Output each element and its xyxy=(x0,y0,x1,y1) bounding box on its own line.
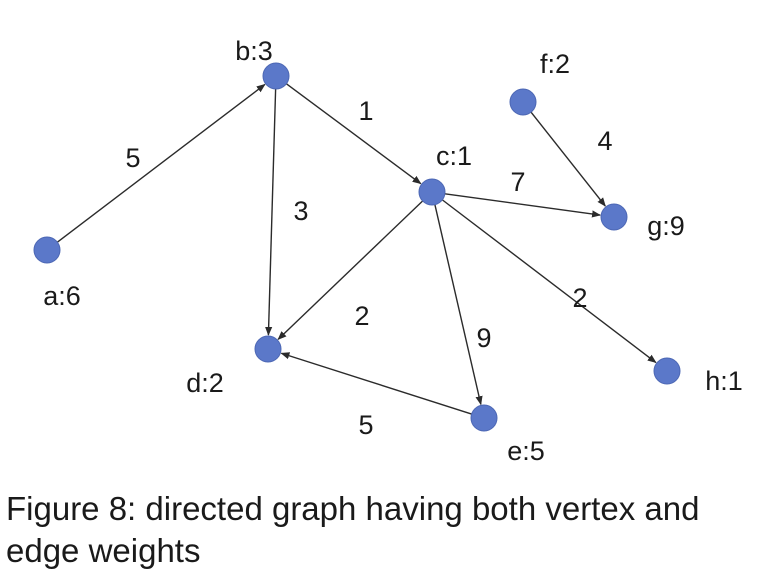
vertex-label-e: e:5 xyxy=(507,436,545,466)
vertex-f xyxy=(509,88,537,116)
vertex-g xyxy=(600,203,628,231)
edge-weight-c-d: 2 xyxy=(354,301,369,331)
vertex-label-f: f:2 xyxy=(540,49,570,79)
vertex-label-c: c:1 xyxy=(436,141,472,171)
vertex-label-b: b:3 xyxy=(235,36,273,66)
edge-e-d xyxy=(280,352,472,415)
edge-c-h xyxy=(441,199,657,364)
edge-weight-f-g: 4 xyxy=(597,126,612,156)
edge-a-b xyxy=(56,83,266,243)
edge-weight-c-g: 7 xyxy=(510,167,525,197)
edge-f-g xyxy=(530,111,606,207)
edge-weight-a-b: 5 xyxy=(125,143,140,173)
nodes-layer xyxy=(33,62,681,432)
figure-caption: Figure 8: directed graph having both ver… xyxy=(6,490,700,569)
vertex-b xyxy=(262,62,290,90)
edge-c-g xyxy=(444,193,602,218)
vertex-d xyxy=(254,335,282,363)
edge-weight-b-d: 3 xyxy=(293,196,308,226)
vertex-label-h: h:1 xyxy=(705,366,743,396)
vertex-label-d: d:2 xyxy=(186,368,224,398)
edge-weight-c-e: 9 xyxy=(476,323,491,353)
edge-weight-b-c: 1 xyxy=(358,96,373,126)
edge-c-e xyxy=(434,204,483,406)
vertex-c xyxy=(418,178,446,206)
vertex-label-g: g:9 xyxy=(647,211,685,241)
edges-layer xyxy=(56,83,657,415)
vertex-label-a: a:6 xyxy=(43,281,81,311)
edge-weight-c-h: 2 xyxy=(572,283,587,313)
vertex-a xyxy=(33,236,61,264)
edge-weight-e-d: 5 xyxy=(358,410,373,440)
labels-layer: 5 1 3 7 2 9 2 5 4 a:6 b:3 c:1 d:2 e:5 f:2 g:9 h:1 xyxy=(43,36,743,466)
edge-c-d xyxy=(277,200,424,340)
directed-graph: 5 1 3 7 2 9 2 5 4 a:6 b:3 c:1 d:2 e:5 f:2 g:9 h:1 xyxy=(33,36,743,466)
edge-b-c xyxy=(286,83,422,185)
edge-b-d xyxy=(265,88,277,336)
vertex-h xyxy=(653,357,681,385)
vertex-e xyxy=(470,404,498,432)
